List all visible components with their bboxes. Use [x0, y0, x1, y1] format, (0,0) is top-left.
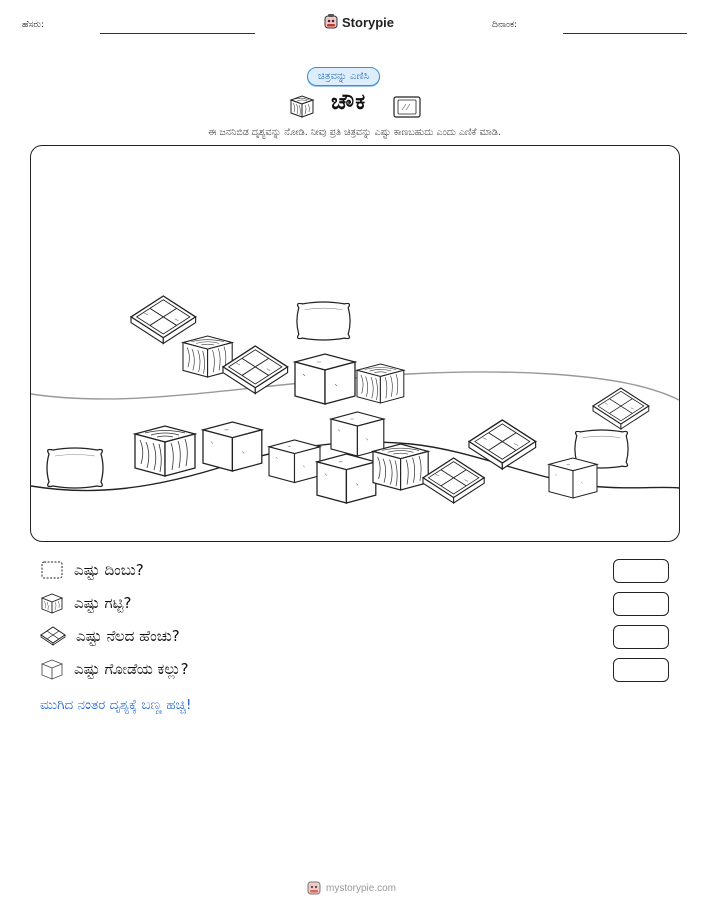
scene-frame: [30, 145, 680, 542]
wood-block: [134, 425, 196, 477]
question-text: ಎಷ್ಟು ಗಟ್ಟಿ?: [74, 594, 132, 612]
brand-name: Storypie: [342, 14, 395, 30]
brand-logo: Storypie: [324, 14, 394, 30]
date-label: ದಿನಾಂಕ:: [492, 20, 518, 30]
storypie-mascot-icon: [324, 14, 338, 29]
question-text: ಎಷ್ಟು ನೆಲದ ಹೆಂಚು?: [76, 627, 180, 645]
wood-block-icon: [289, 95, 315, 118]
floor-tile: [592, 387, 650, 430]
pillow-icon: [41, 561, 63, 579]
stone-block-icon: [40, 659, 64, 680]
answer-box[interactable]: [613, 559, 669, 583]
stone-block: [548, 457, 598, 499]
footer-site[interactable]: mystorypie.com: [326, 882, 397, 894]
answer-box[interactable]: [613, 658, 669, 682]
stone-block: [202, 421, 263, 472]
wood-block: [372, 443, 429, 491]
name-field[interactable]: [100, 33, 255, 34]
wood-block: [356, 363, 405, 404]
pillow: [46, 447, 104, 489]
page-title: ಚೌಕ: [331, 90, 367, 115]
floor-tile: [468, 419, 537, 470]
name-label: ಹೆಸರು:: [22, 20, 45, 30]
question-row: ಎಷ್ಟು ಗೋಡೆಯ ಕಲ್ಲು?: [40, 657, 189, 681]
stone-block: [316, 453, 377, 504]
stone-block: [330, 411, 385, 457]
question-row: ಎಷ್ಟು ನೆಲದ ಹೆಂಚು?: [40, 624, 180, 648]
answer-box[interactable]: [613, 625, 669, 649]
stone-block: [294, 353, 356, 405]
answer-box[interactable]: [613, 592, 669, 616]
color-instruction: ಮುಗಿದ ನಂತರ ದೃಶ್ಯಕ್ಕೆ ಬಣ್ಣ ಹಚ್ಚಿ!: [40, 697, 192, 713]
question-row: ಎಷ್ಟು ಗಟ್ಟಿ?: [40, 591, 131, 615]
storypie-mascot-icon: [307, 881, 321, 895]
instruction-text: ಈ ಜನನಿಬಿಡ ದೃಶ್ಯವನ್ನು ನೋಡಿ. ನೀವು ಪ್ರತಿ ಚಿ…: [208, 127, 501, 138]
date-field[interactable]: [563, 33, 687, 34]
pillow-icon: [393, 96, 421, 118]
topic-tag: ಚಿತ್ರವನ್ನು ಎಣಿಸಿ: [307, 67, 380, 86]
question-text: ಎಷ್ಟು ಗೋಡೆಯ ಕಲ್ಲು?: [74, 660, 189, 678]
question-text: ಎಷ್ಟು ದಿಂಬು?: [74, 561, 144, 579]
question-row: ಎಷ್ಟು ದಿಂಬು?: [40, 558, 144, 582]
ground-line: [30, 441, 680, 492]
pillow: [296, 301, 351, 341]
wood-block-icon: [40, 593, 64, 614]
footer: mystorypie.com: [307, 880, 396, 896]
scene-illustration: [30, 295, 680, 504]
floor-tile-icon: [40, 626, 66, 646]
floor-tile: [422, 457, 485, 504]
floor-tile: [130, 295, 197, 345]
stone-block: [268, 439, 321, 484]
